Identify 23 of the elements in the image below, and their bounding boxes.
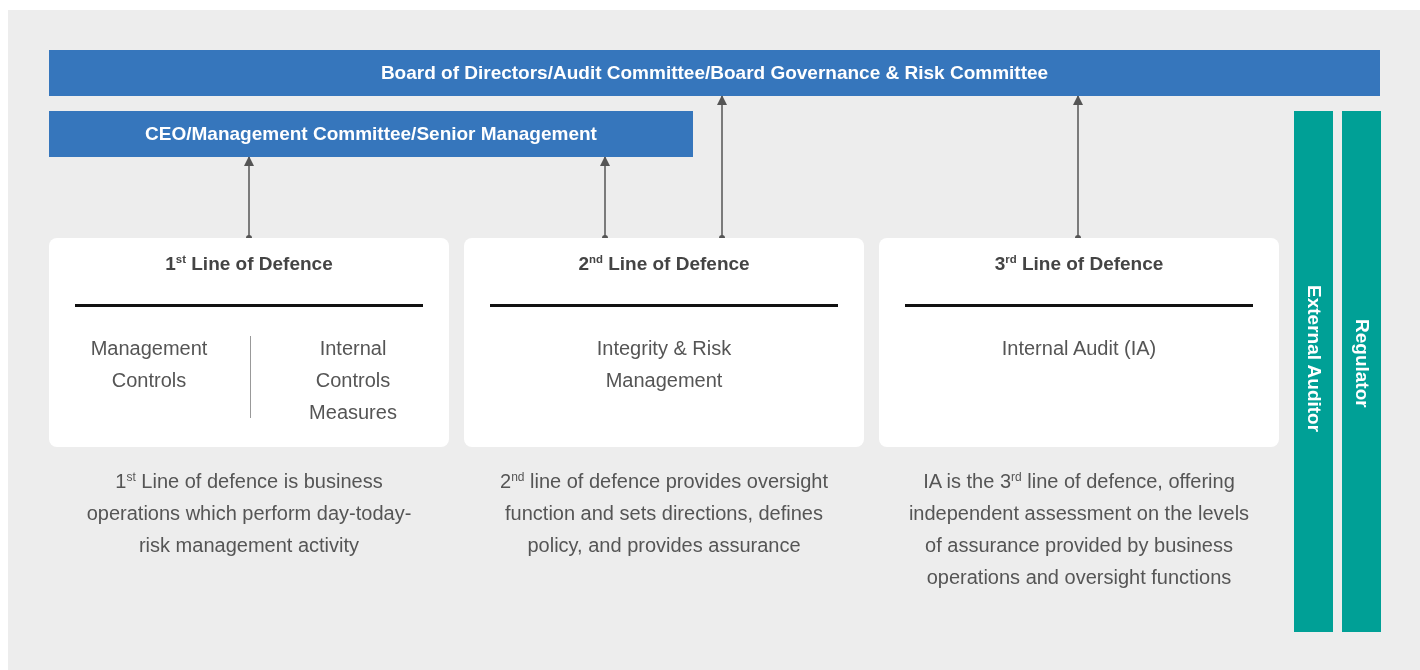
card-heading: 1$^{st}$ Line of Defence [164, 253, 334, 275]
column-label: Regulator [1350, 319, 1373, 408]
oversight-column [1342, 111, 1381, 632]
arrow [600, 156, 610, 241]
card-text: Management Controls [89, 336, 209, 393]
card-text: Internal Audit (IA) [1000, 336, 1158, 361]
defence-card [464, 238, 864, 447]
description-text: IA is the 3$^{rd}$ line of defence, offering independent assessment on the levels of assurance provided by business operations and oversight functions [907, 468, 1251, 590]
governance-bar: Board of Directors/Audit Committee/Board Governance & Risk Committee [49, 50, 1380, 96]
oversight-column [1294, 111, 1333, 632]
governance-bar: CEO/Management Committee/Senior Management [49, 111, 693, 157]
card-heading: 3$^{rd}$ Line of Defence [993, 253, 1165, 275]
defence-card [879, 238, 1279, 447]
arrow [1073, 95, 1083, 241]
column-label: External Auditor [1302, 285, 1325, 433]
description-text: 1$^{st}$ Line of defence is business operations which perform day-today- risk management activity [85, 468, 413, 558]
arrow [244, 156, 254, 241]
card-text: Internal Controls Measures [308, 336, 398, 425]
card-heading: 2$^{nd}$ Line of Defence [577, 253, 751, 275]
description-text: 2$^{nd}$ line of defence provides oversight function and sets directions, defines policy, and provides assurance [499, 468, 829, 558]
card-text: Integrity & Risk Management [595, 336, 733, 393]
arrow [717, 95, 727, 241]
defence-card [49, 238, 449, 447]
